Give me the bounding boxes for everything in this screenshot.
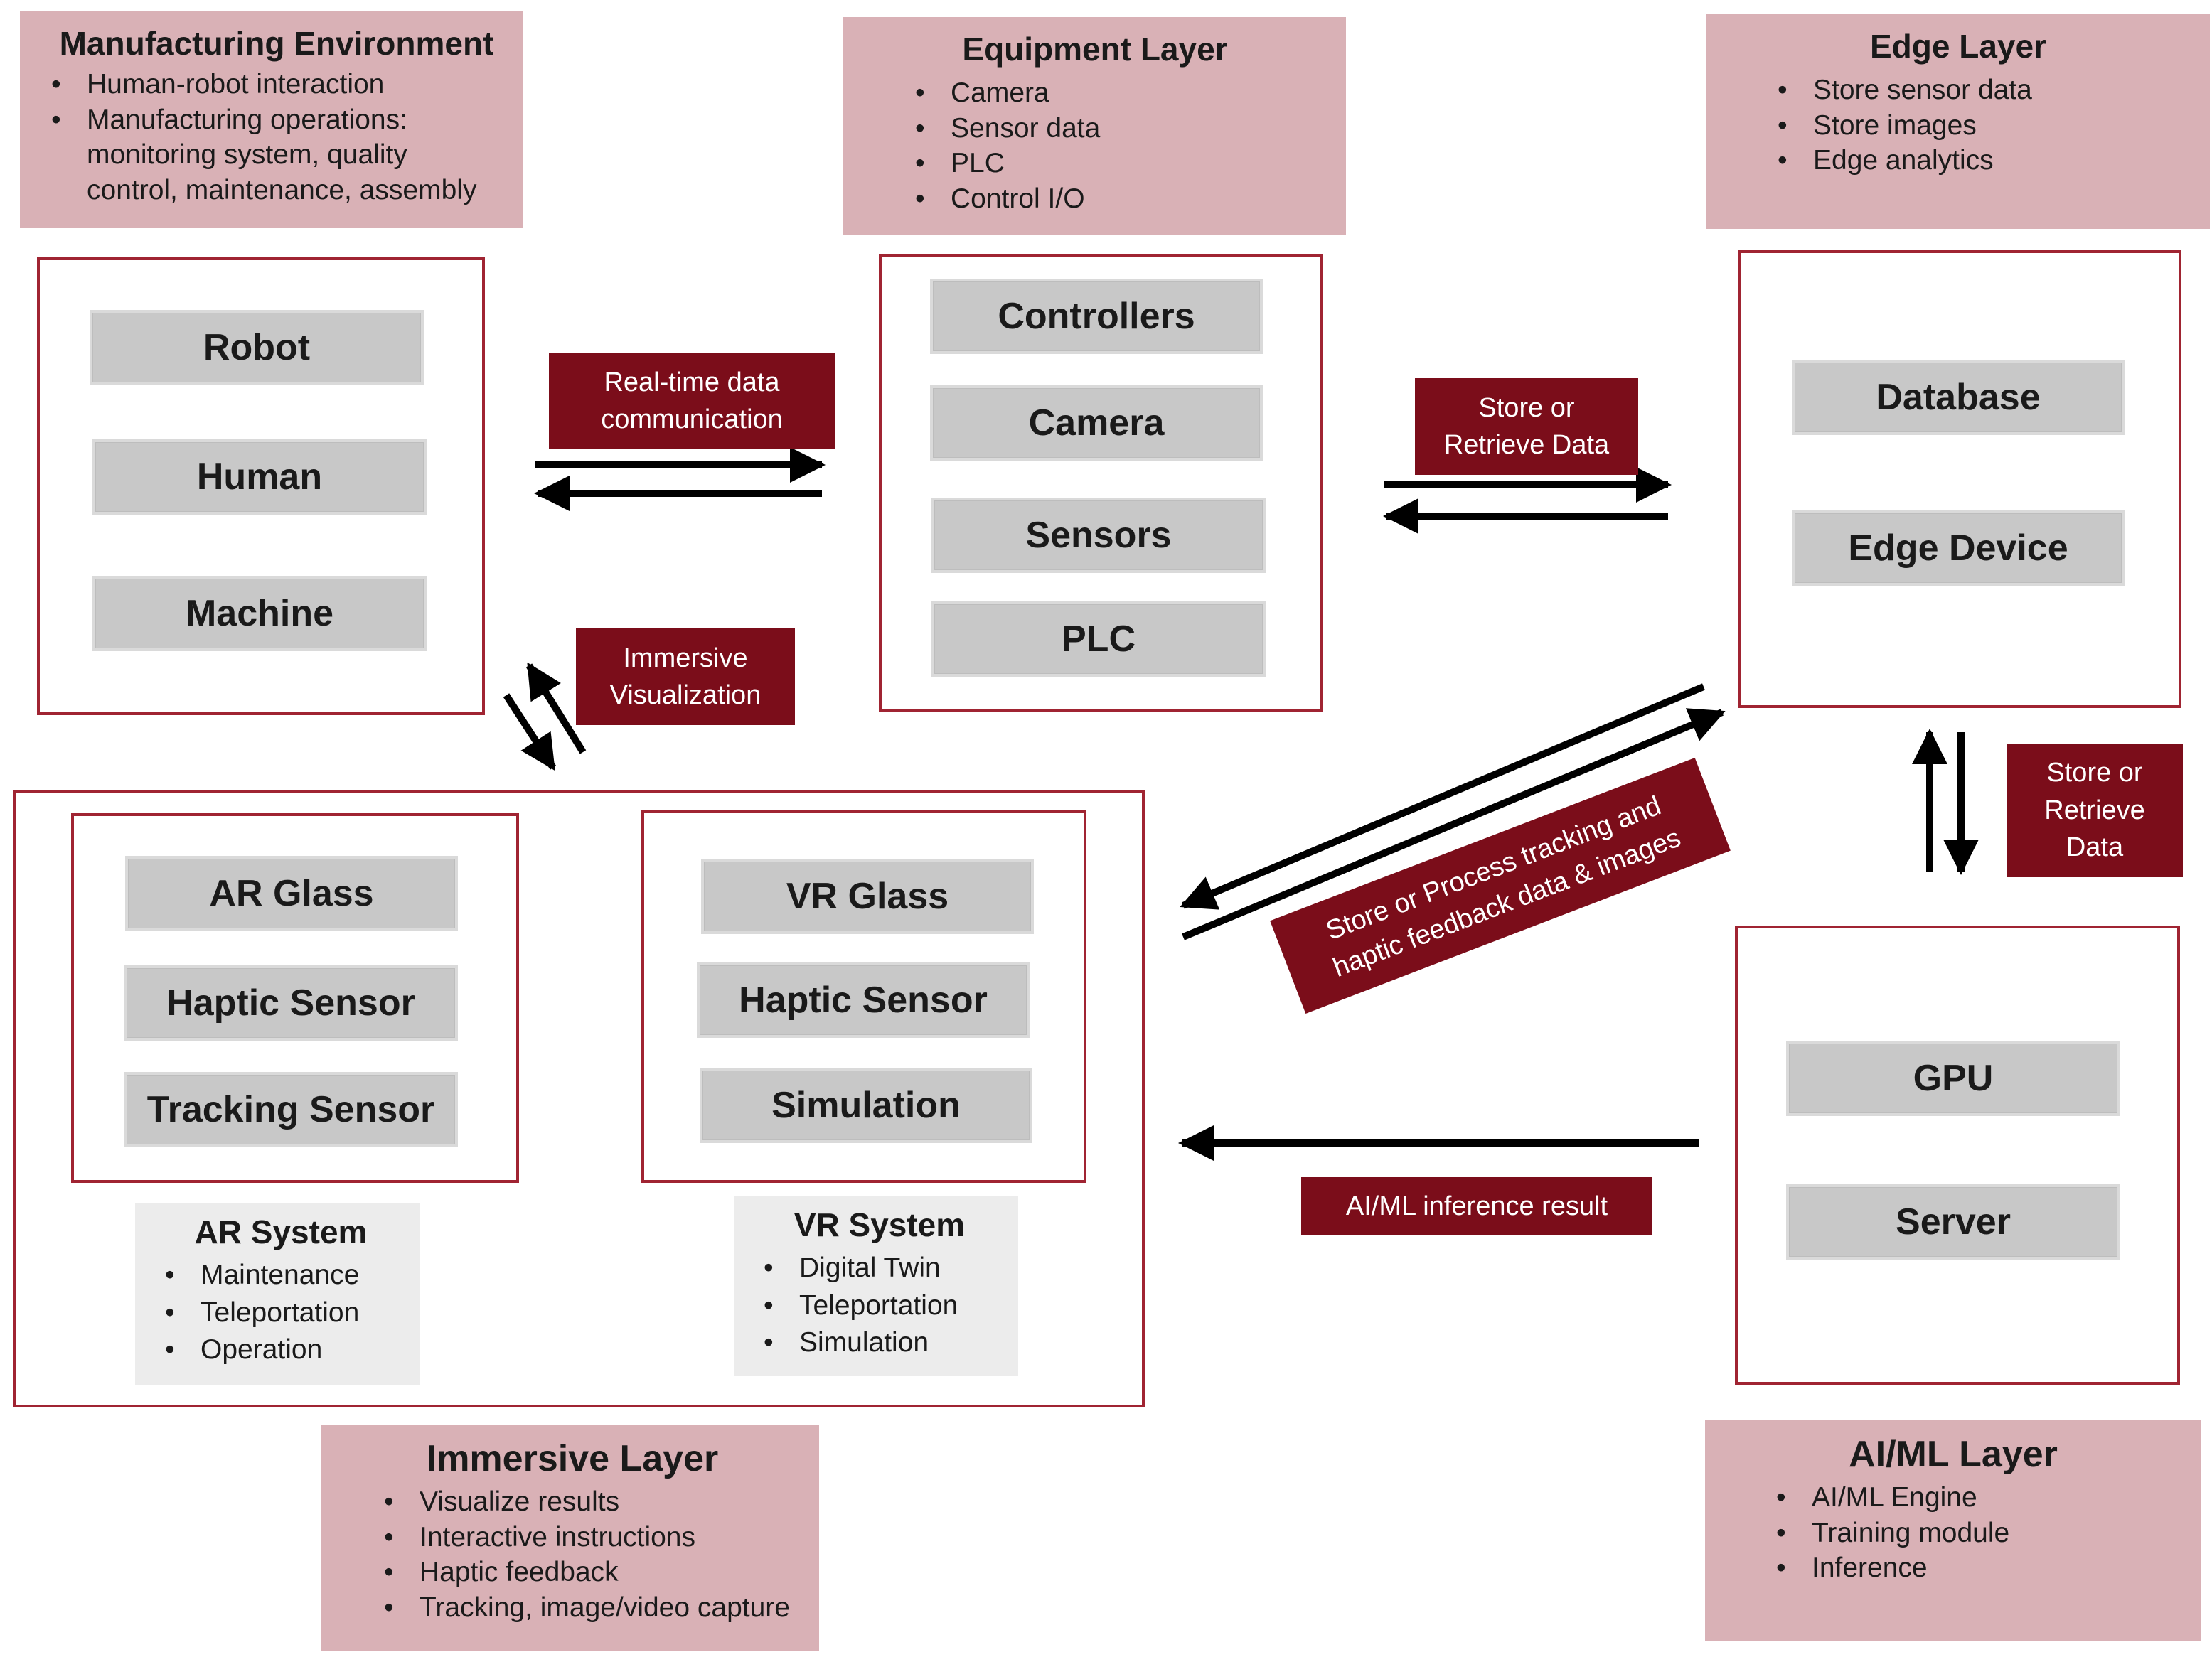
edge-device-box: Edge Device <box>1792 510 2125 586</box>
system-item: Teleportation <box>165 1294 405 1332</box>
human-box: Human <box>92 439 427 515</box>
immersive-container <box>13 790 1145 1407</box>
vr-glass-box: VR Glass <box>701 859 1034 934</box>
edge-layer-panel: Edge Layer Store sensor data Store image… <box>1706 14 2210 229</box>
aiml-layer-panel: AI/ML Layer AI/ML Engine Training module… <box>1705 1420 2201 1641</box>
database-box: Database <box>1792 360 2125 435</box>
arrow-edge-to-immersive <box>1180 683 1705 910</box>
panel-item: PLC <box>915 146 1325 181</box>
panel-item: Interactive instructions <box>384 1520 798 1555</box>
ar-haptic-sensor-box: Haptic Sensor <box>124 965 458 1041</box>
equipment-container <box>879 254 1323 712</box>
arrow-to-immersive <box>503 693 557 771</box>
arrow-to-manufacturing-from-immersive <box>525 662 587 754</box>
arrow-immersive-to-edge <box>1182 708 1726 940</box>
system-item: Teleportation <box>764 1287 1004 1325</box>
panel-title: Immersive Layer <box>426 1438 719 1479</box>
system-title: VR System <box>794 1206 966 1243</box>
aiml-container <box>1735 926 2180 1385</box>
store-retrieve-right-label: Store or Retrieve Data <box>2007 744 2183 877</box>
controllers-box: Controllers <box>930 279 1263 354</box>
panel-item: Tracking, image/video capture <box>384 1590 798 1626</box>
ar-system-panel: AR System Maintenance Teleportation Oper… <box>135 1203 420 1385</box>
system-item: Maintenance <box>165 1257 405 1294</box>
ar-container <box>71 813 519 1183</box>
panel-item: Edge analytics <box>1778 143 2189 178</box>
immersive-layer-panel: Immersive Layer Visualize results Intera… <box>321 1425 819 1651</box>
panel-title: Manufacturing Environment <box>59 25 494 62</box>
vr-haptic-sensor-box: Haptic Sensor <box>697 962 1030 1038</box>
manufacturing-environment-panel: Manufacturing Environment Human-robot in… <box>20 11 523 228</box>
panel-item: Store sensor data <box>1778 73 2189 108</box>
panel-item: Store images <box>1778 108 2189 144</box>
system-item: Operation <box>165 1331 405 1369</box>
panel-title: AI/ML Layer <box>1849 1434 2058 1475</box>
inference-result-label: AI/ML inference result <box>1301 1177 1652 1235</box>
manufacturing-container <box>37 257 485 715</box>
realtime-data-label: Real-time data communication <box>549 353 835 449</box>
immersive-visualization-label: Immersive Visualization <box>576 628 795 725</box>
panel-title: Edge Layer <box>1870 28 2046 65</box>
equipment-layer-panel: Equipment Layer Camera Sensor data PLC C… <box>843 17 1346 235</box>
store-retrieve-top-label: Store or Retrieve Data <box>1415 378 1638 475</box>
system-title: AR System <box>194 1213 368 1250</box>
tracking-sensor-box: Tracking Sensor <box>124 1072 458 1147</box>
vr-system-panel: VR System Digital Twin Teleportation Sim… <box>734 1196 1018 1376</box>
panel-item: Sensor data <box>915 111 1325 146</box>
edge-container <box>1738 250 2181 708</box>
camera-box: Camera <box>930 385 1263 461</box>
plc-box: PLC <box>931 601 1266 677</box>
panel-item: Training module <box>1776 1516 2180 1551</box>
vr-container <box>641 810 1086 1183</box>
panel-item: Control I/O <box>915 181 1325 217</box>
panel-item: Visualize results <box>384 1484 798 1520</box>
server-box: Server <box>1786 1184 2120 1260</box>
panel-item: Camera <box>915 75 1325 111</box>
gpu-box: GPU <box>1786 1041 2120 1116</box>
system-item: Simulation <box>764 1324 1004 1362</box>
system-item: Digital Twin <box>764 1250 1004 1287</box>
ar-glass-box: AR Glass <box>125 856 458 931</box>
sensors-box: Sensors <box>931 498 1266 573</box>
robot-box: Robot <box>90 310 424 385</box>
simulation-box: Simulation <box>700 1068 1032 1143</box>
panel-item: Inference <box>1776 1550 2180 1586</box>
panel-title: Equipment Layer <box>962 31 1228 68</box>
panel-item: AI/ML Engine <box>1776 1480 2180 1516</box>
panel-item: Haptic feedback <box>384 1555 798 1590</box>
panel-item: Manufacturing operations: monitoring sys… <box>51 102 502 208</box>
panel-item: Human-robot interaction <box>51 67 502 102</box>
machine-box: Machine <box>92 576 427 651</box>
